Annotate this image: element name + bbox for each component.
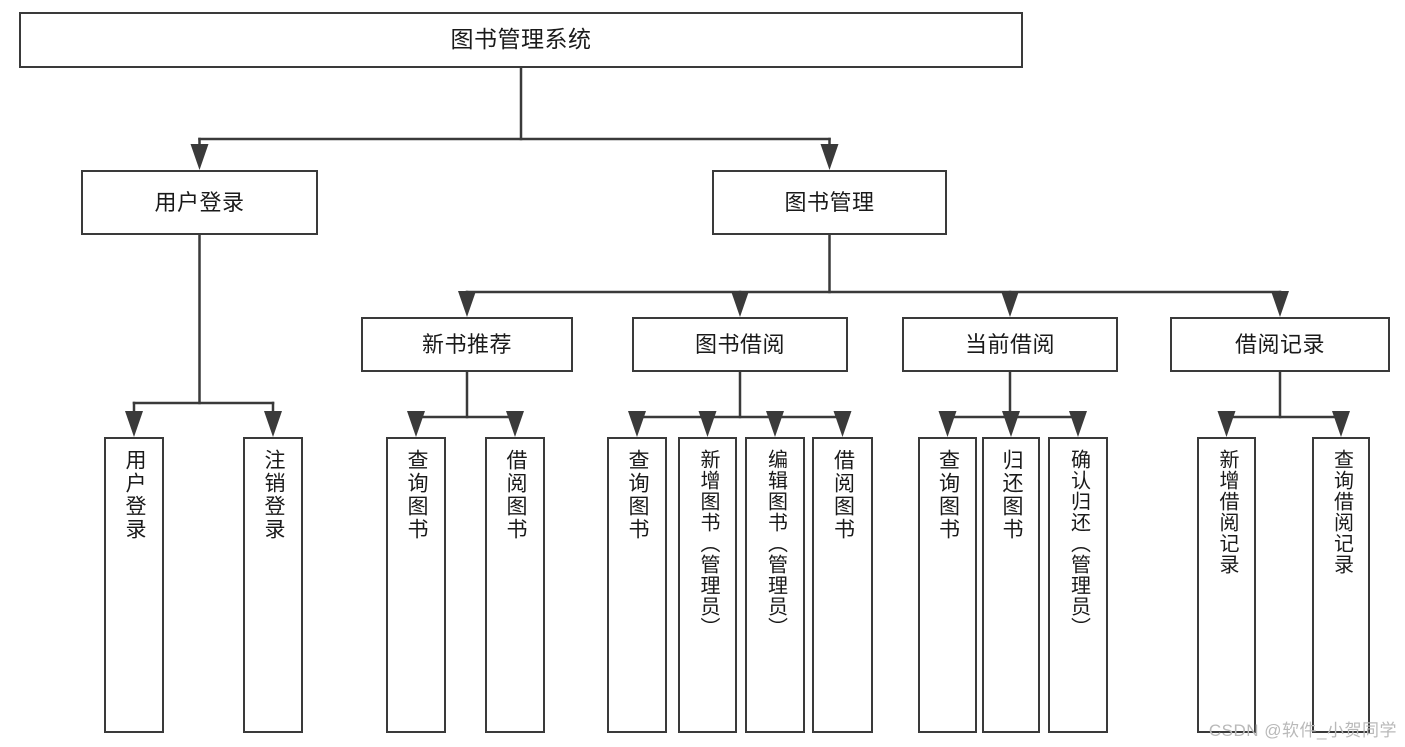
node-l6[interactable]: 新增图书（管理员） xyxy=(678,437,737,733)
node-label: 用户登录 xyxy=(123,449,147,541)
node-label: 新增图书（管理员） xyxy=(697,449,719,638)
node-label: 图书管理系统 xyxy=(450,26,592,53)
node-label: 编辑图书（管理员） xyxy=(764,449,787,638)
node-current[interactable]: 当前借阅 xyxy=(902,317,1118,372)
node-label: 用户登录 xyxy=(154,189,245,215)
node-label: 借阅图书 xyxy=(831,449,855,541)
node-login[interactable]: 用户登录 xyxy=(81,170,318,235)
node-l8[interactable]: 借阅图书 xyxy=(812,437,873,733)
node-label: 当前借阅 xyxy=(964,331,1055,357)
node-borrow[interactable]: 图书借阅 xyxy=(632,317,848,372)
node-label: 新增借阅记录 xyxy=(1216,449,1238,575)
node-records[interactable]: 借阅记录 xyxy=(1170,317,1390,372)
node-label: 借阅图书 xyxy=(504,449,528,541)
node-l4[interactable]: 借阅图书 xyxy=(485,437,545,733)
node-l3[interactable]: 查询图书 xyxy=(386,437,446,733)
node-newbook[interactable]: 新书推荐 xyxy=(361,317,573,372)
node-l12[interactable]: 新增借阅记录 xyxy=(1197,437,1256,733)
node-label: 确认归还（管理员） xyxy=(1067,449,1090,638)
node-label: 借阅记录 xyxy=(1234,331,1325,357)
node-l9[interactable]: 查询图书 xyxy=(918,437,977,733)
node-l5[interactable]: 查询图书 xyxy=(607,437,667,733)
node-label: 图书借阅 xyxy=(694,331,785,357)
node-root[interactable]: 图书管理系统 xyxy=(19,12,1023,68)
node-l10[interactable]: 归还图书 xyxy=(982,437,1040,733)
node-l11[interactable]: 确认归还（管理员） xyxy=(1048,437,1108,733)
node-label: 新书推荐 xyxy=(421,331,512,357)
watermark: CSDN @软件_小贺同学 xyxy=(1208,721,1397,740)
node-label: 图书管理 xyxy=(784,189,875,215)
node-label: 查询借阅记录 xyxy=(1330,449,1353,575)
node-label: 归还图书 xyxy=(1000,449,1024,541)
node-label: 注销登录 xyxy=(262,449,286,541)
node-bookmgmt[interactable]: 图书管理 xyxy=(712,170,947,235)
node-label: 查询图书 xyxy=(936,449,960,541)
node-l1[interactable]: 用户登录 xyxy=(104,437,164,733)
node-l2[interactable]: 注销登录 xyxy=(243,437,303,733)
node-l7[interactable]: 编辑图书（管理员） xyxy=(745,437,805,733)
node-l13[interactable]: 查询借阅记录 xyxy=(1312,437,1370,733)
node-label: 查询图书 xyxy=(626,449,650,541)
node-label: 查询图书 xyxy=(405,449,429,541)
